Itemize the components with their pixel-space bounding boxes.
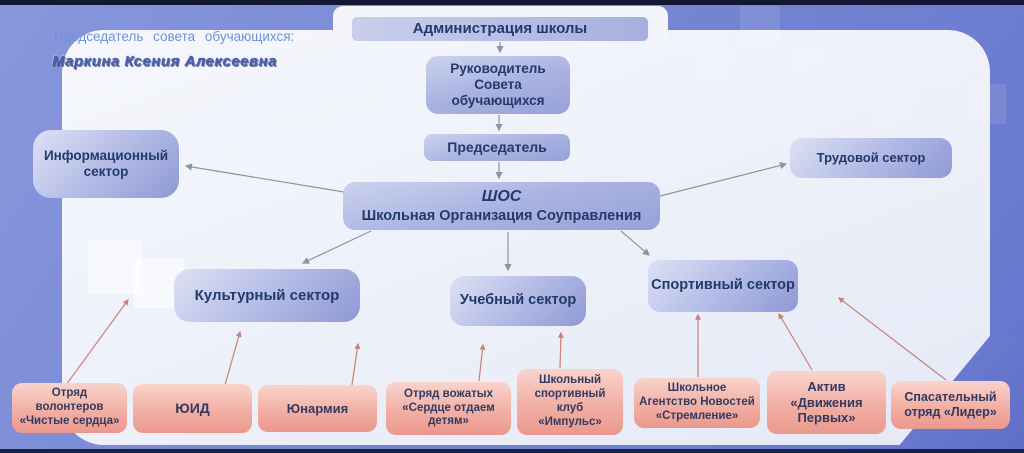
unit-box-aktiv: Актив «Движения Первых» [767, 371, 886, 434]
line-vozhatye-up [478, 343, 486, 382]
line-volunteers-up [65, 299, 129, 386]
decor-square [786, 46, 826, 86]
box-sector-labor: Трудовой сектор [790, 138, 952, 178]
box-sector-info: Информационный сектор [33, 130, 179, 198]
letterbox-top [0, 0, 1024, 5]
line-sportclub-study [557, 331, 564, 369]
box-shos: ШОС Школьная Организация Соуправления [343, 182, 660, 230]
decor-square [740, 6, 780, 46]
box-leader: Руководитель Совета обучающихся [426, 56, 570, 114]
chairman-name: Маркина Ксения Алексеевна [52, 53, 277, 70]
box-chairman: Председатель [424, 134, 570, 161]
decor-square [694, 46, 734, 86]
line-shos-sport [620, 230, 650, 256]
chairman-caption: Председатель совета обучающихся: [54, 29, 295, 44]
shos-title: ШОС [481, 187, 522, 205]
decor-square [874, 84, 914, 124]
line-yuid-culture [224, 330, 242, 386]
unit-box-vozhatye: Отряд вожатых «Сердце отдаем детям» [386, 382, 511, 435]
line-shos-info [184, 163, 345, 193]
unit-box-news-agency: Школьное Агентство Новостей «Стремление» [634, 378, 760, 428]
box-sector-sport: Спортивный сектор [648, 260, 798, 312]
line-yunarmia-up [351, 342, 361, 386]
decor-square [966, 84, 1006, 124]
line-shos-labor [659, 161, 788, 197]
line-aktiv-sport [778, 312, 813, 371]
box-administration: Администрация школы [352, 17, 648, 41]
box-sector-study: Учебный сектор [450, 276, 586, 326]
letterbox-bottom [0, 449, 1024, 453]
shos-subtitle: Школьная Организация Соуправления [361, 207, 642, 224]
decor-square [88, 240, 142, 294]
unit-box-sport-club: Школьный спортивный клуб «Импульс» [517, 369, 623, 435]
unit-box-yunarmia: Юнармия [258, 385, 377, 432]
box-sector-culture: Культурный сектор [174, 269, 360, 322]
unit-box-yuid: ЮИД [133, 384, 252, 433]
unit-box-volunteers: Отряд волонтеров «Чистые сердца» [12, 383, 127, 433]
line-rescue-up [838, 297, 947, 381]
line-shos-culture [301, 230, 372, 264]
decor-square [920, 44, 960, 84]
unit-box-rescue: Спасательный отряд «Лидер» [891, 381, 1010, 429]
